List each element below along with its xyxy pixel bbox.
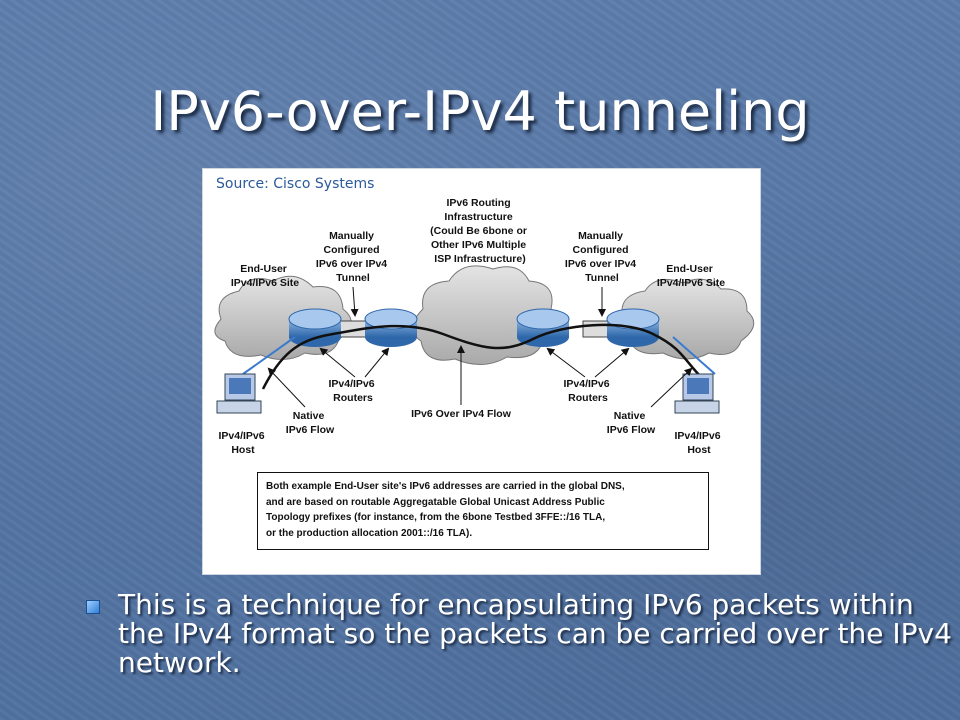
slide-title: IPv6-over-IPv4 tunneling <box>150 80 810 143</box>
left-host-computer <box>216 373 262 414</box>
label-right-routers: IPv4/IPv6 Routers <box>563 378 612 404</box>
right-host-computer <box>674 373 720 414</box>
right-host-link <box>672 336 716 375</box>
router-right-inner <box>516 308 570 347</box>
label-right-site: End-User IPv4/IPv6 Site <box>657 263 725 289</box>
label-center-infra: IPv6 Routing Infrastructure (Could Be 6b… <box>430 197 530 265</box>
label-left-flow: Native IPv6 Flow <box>286 410 335 436</box>
bullet-square-icon <box>86 600 100 614</box>
router-left-inner <box>364 308 418 347</box>
label-right-tunnel: Manually Configured IPv6 over IPv4 Tunne… <box>565 230 639 284</box>
note-line: or the production allocation 2001::/16 T… <box>266 527 473 539</box>
label-right-flow: Native IPv6 Flow <box>607 410 656 436</box>
label-left-host: IPv4/IPv6 Host <box>218 430 267 456</box>
network-diagram-svg: End-User IPv4/IPv6 Site Manually Configu… <box>214 197 755 456</box>
label-right-host: IPv4/IPv6 Host <box>674 430 723 456</box>
figure-source: Source: Cisco Systems <box>216 176 375 192</box>
tunneling-diagram: Source: Cisco Systems <box>202 168 761 575</box>
note-line: and are based on routable Aggregatable G… <box>266 496 605 508</box>
left-host-link <box>242 336 296 375</box>
ipv6-over-ipv4-flow-line <box>261 323 704 390</box>
label-left-routers: IPv4/IPv6 Routers <box>328 378 377 404</box>
bullet-text: This is a technique for encapsulating IP… <box>118 588 952 679</box>
note-line: Topology prefixes (for instance, from th… <box>266 512 606 523</box>
router-left-edge <box>288 308 342 347</box>
diagram-note-box: Both example End-User site's IPv6 addres… <box>257 472 709 550</box>
label-center-flow: IPv6 Over IPv4 Flow <box>411 408 512 420</box>
label-left-site: End-User IPv4/IPv6 Site <box>231 263 299 289</box>
label-left-tunnel: Manually Configured IPv6 over IPv4 Tunne… <box>316 230 390 284</box>
note-line: Both example End-User site's IPv6 addres… <box>266 481 625 492</box>
